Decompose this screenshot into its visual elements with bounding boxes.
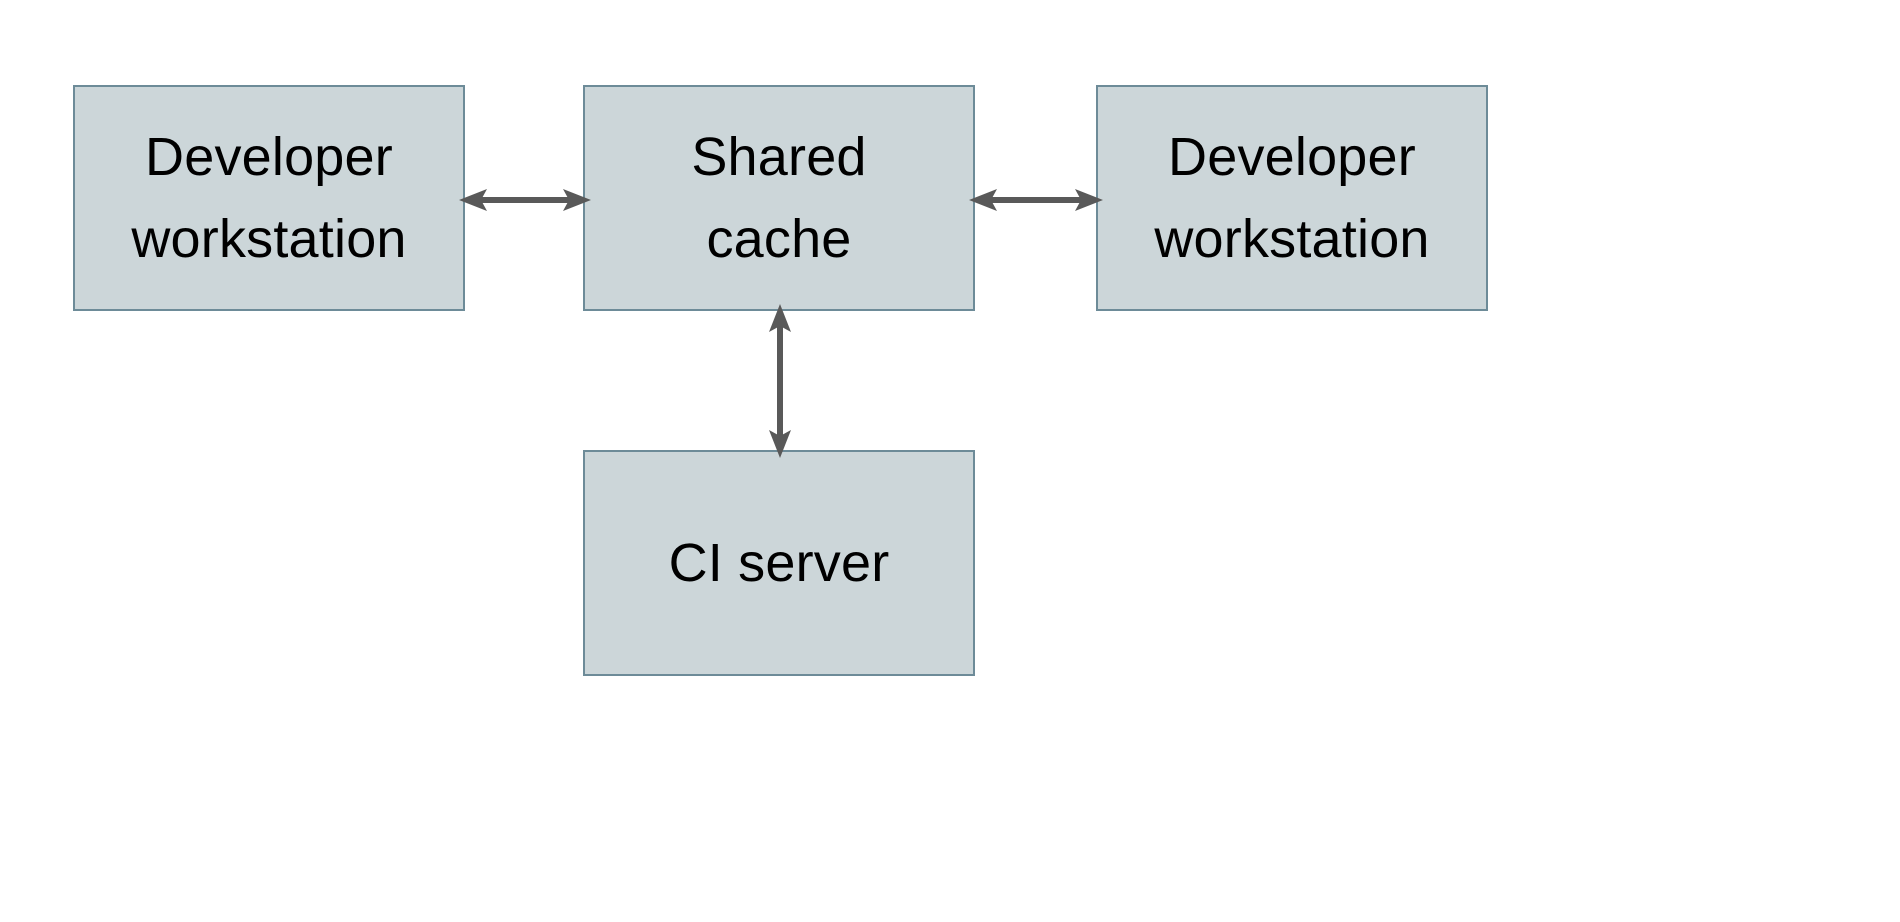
node-label: Shared cache bbox=[691, 126, 867, 269]
node-shared-cache[interactable]: Shared cache bbox=[583, 85, 975, 311]
edge-shared-cache-to-ci-server bbox=[769, 304, 791, 458]
node-ci-server[interactable]: CI server bbox=[583, 450, 975, 676]
edge-developer-left-to-shared-cache bbox=[459, 189, 591, 211]
node-label: Developer workstation bbox=[1154, 126, 1430, 269]
node-developer-workstation-right[interactable]: Developer workstation bbox=[1096, 85, 1488, 311]
edge-shared-cache-to-developer-right bbox=[969, 189, 1103, 211]
node-label: Developer workstation bbox=[131, 126, 407, 269]
node-label: CI server bbox=[668, 532, 890, 593]
node-developer-workstation-left[interactable]: Developer workstation bbox=[73, 85, 465, 311]
